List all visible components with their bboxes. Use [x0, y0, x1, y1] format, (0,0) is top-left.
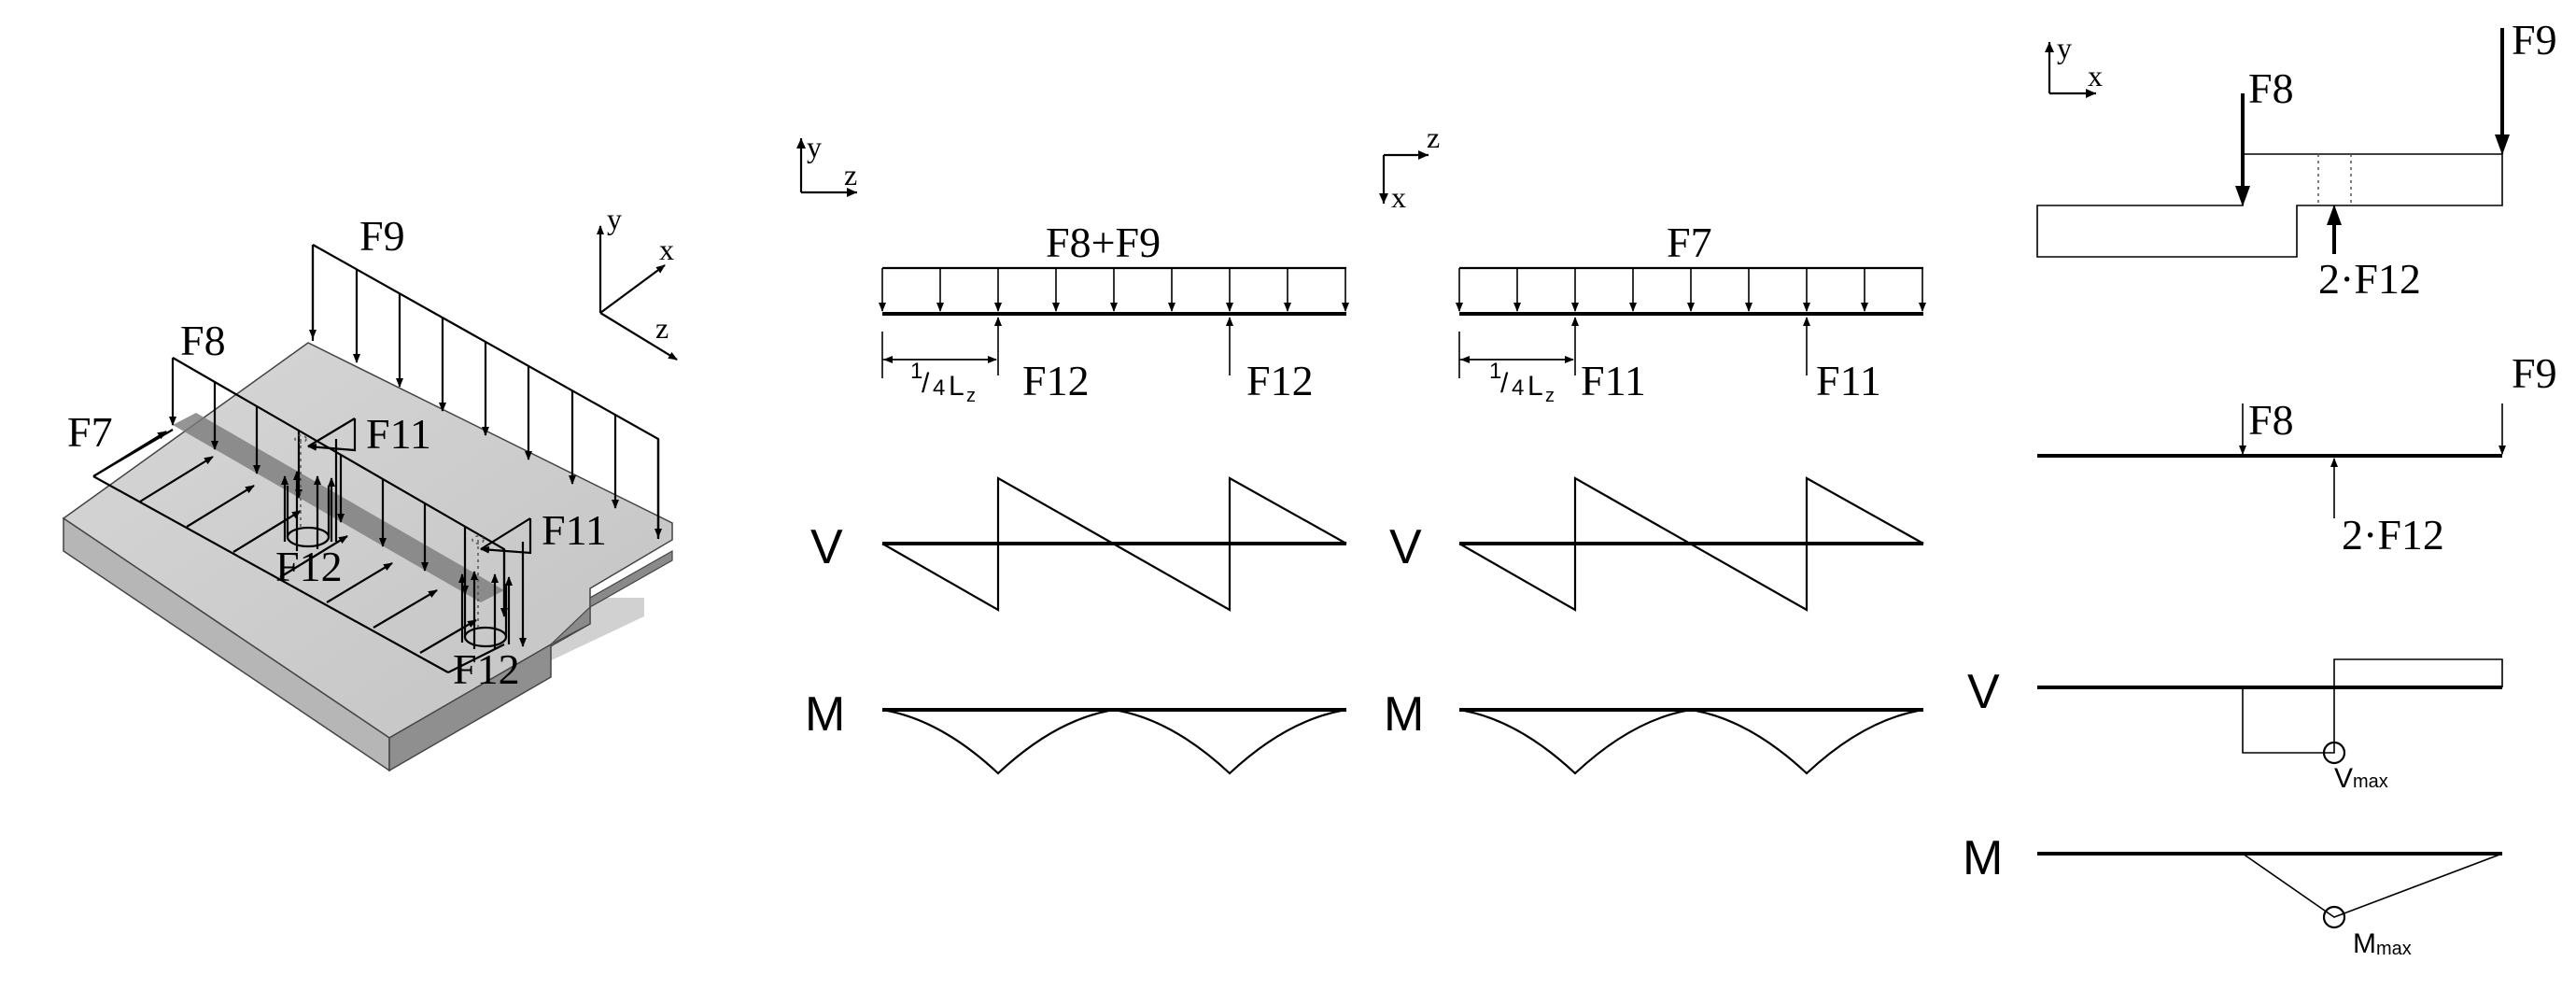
beam2-shear-diagram [1458, 476, 1924, 612]
isometric-slab-view: y x z F9 F8 F7 F11 F11 F12 F12 [62, 202, 678, 772]
beam1-moment-diagram [881, 708, 1347, 775]
section-panel: y x F8 F9 2·F12 F8 F9 2·F12 V V max M [1963, 16, 2557, 959]
beam2-axis-z: z [1427, 120, 1440, 154]
mmax-label: M max [2353, 928, 2412, 959]
iso-label-F12-mid: F12 [275, 543, 343, 590]
section-axis-y: y [2057, 31, 2072, 64]
section-F9-label: F9 [2512, 16, 2557, 64]
groove-strip [173, 413, 504, 602]
beam2-dimension-label: 1 / 4 L z [1489, 359, 1555, 406]
iso-axis-triad: y x z [597, 202, 678, 361]
svg-text:L: L [949, 371, 964, 402]
supports-lower-iso [458, 517, 532, 649]
beam1-load-label: F8+F9 [1046, 219, 1161, 266]
svg-text:4: 4 [933, 375, 945, 401]
beam1-shear-diagram [881, 476, 1347, 612]
beam2-load-label: F7 [1667, 219, 1712, 266]
load-F7-iso [92, 429, 505, 673]
load-F9-iso [309, 244, 662, 539]
load-F8-iso [169, 357, 508, 617]
svg-text:4: 4 [1512, 375, 1524, 401]
beam2-V-label: V [1389, 520, 1422, 574]
beam2-M-label: M [1384, 687, 1424, 742]
mmax-marker [2322, 905, 2346, 929]
beam1-axis-z: z [844, 158, 857, 191]
beam-1-panel: y z F8+F9 1 / 4 L z F12 [796, 130, 1349, 775]
beam1-dimension-label: 1 / 4 L z [910, 359, 976, 406]
svg-text:V: V [2334, 763, 2353, 794]
section-outline [2036, 153, 2503, 258]
iso-label-F7: F7 [67, 408, 113, 456]
iso-label-F9: F9 [359, 212, 405, 260]
slab-step-face [550, 549, 673, 645]
iso-label-F12-bot: F12 [453, 645, 520, 693]
vmax-label: V max [2334, 763, 2388, 794]
iso-axis-z: z [655, 311, 669, 345]
svg-text:max: max [2353, 771, 2388, 792]
svg-text:L: L [1527, 371, 1543, 402]
section-beam-F9-label: F9 [2512, 349, 2557, 397]
beam-2-panel: z x F7 1 / 4 L z F11 F11 V [1379, 120, 1926, 775]
beam1-udl-arrows [879, 268, 1349, 312]
svg-text:1: 1 [1489, 359, 1501, 384]
iso-label-F11-mid: F11 [542, 506, 607, 554]
section-M-label: M [1963, 831, 2003, 885]
beam2-moment-diagram [1458, 708, 1924, 775]
section-axis-x: x [2088, 59, 2103, 92]
svg-text:z: z [1545, 386, 1555, 406]
section-shear-diagram [2242, 658, 2503, 754]
beam1-M-label: M [805, 687, 845, 742]
svg-text:/: / [922, 368, 930, 399]
section-beam-support-label: 2·F12 [2342, 511, 2444, 559]
svg-text:M: M [2353, 928, 2376, 959]
beam1-axis-y: y [807, 130, 822, 163]
section-support-label: 2·F12 [2318, 255, 2421, 303]
svg-text:1: 1 [910, 359, 922, 384]
section-V-label: V [1967, 665, 2000, 719]
slab-side-face [388, 643, 552, 772]
iso-label-F11-top: F11 [366, 410, 431, 458]
beam1-support-left-label: F12 [1022, 357, 1090, 404]
beam2-support-right-label: F11 [1816, 357, 1881, 404]
section-F8-label: F8 [2248, 64, 2294, 112]
section-beam-F8-label: F8 [2248, 396, 2294, 444]
vmax-marker [2322, 741, 2346, 765]
beam1-support-right-label: F12 [1246, 357, 1314, 404]
supports-upper-iso [281, 417, 357, 551]
svg-text:z: z [966, 386, 976, 406]
section-moment-diagram [2242, 853, 2503, 918]
beam2-udl-arrows [1456, 268, 1926, 312]
iso-label-F8: F8 [180, 317, 226, 364]
beam1-V-label: V [810, 520, 843, 574]
iso-axis-x: x [659, 233, 674, 266]
svg-text:/: / [1500, 368, 1509, 399]
beam2-axis-x: x [1391, 180, 1406, 214]
svg-text:max: max [2376, 939, 2412, 959]
beam2-support-left-label: F11 [1581, 357, 1646, 404]
iso-axis-y: y [607, 202, 622, 235]
